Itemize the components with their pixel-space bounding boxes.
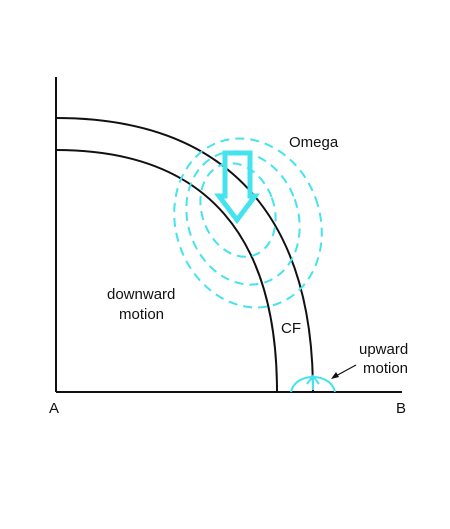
upward-pointer-head	[331, 372, 339, 379]
corner-label-a: A	[49, 400, 59, 417]
corner-label-b: B	[396, 400, 406, 417]
vortex-ring-outer	[173, 137, 323, 309]
upward-motion-label-line1: upward	[359, 341, 408, 358]
omega-vortex	[173, 137, 323, 309]
cf-label: CF	[281, 320, 301, 337]
upward-arrow-head	[306, 374, 320, 385]
vortex-ring-inner	[199, 162, 277, 258]
inner-arc	[55, 149, 278, 393]
downward-arrow-icon	[214, 150, 260, 225]
downward-motion-label-line1: downward	[107, 286, 175, 303]
downward-motion-label-line2: motion	[119, 306, 164, 323]
omega-label: Omega	[289, 134, 339, 151]
vortex-ring-mid	[185, 150, 301, 286]
upward-motion-label-line2: motion	[363, 360, 408, 377]
